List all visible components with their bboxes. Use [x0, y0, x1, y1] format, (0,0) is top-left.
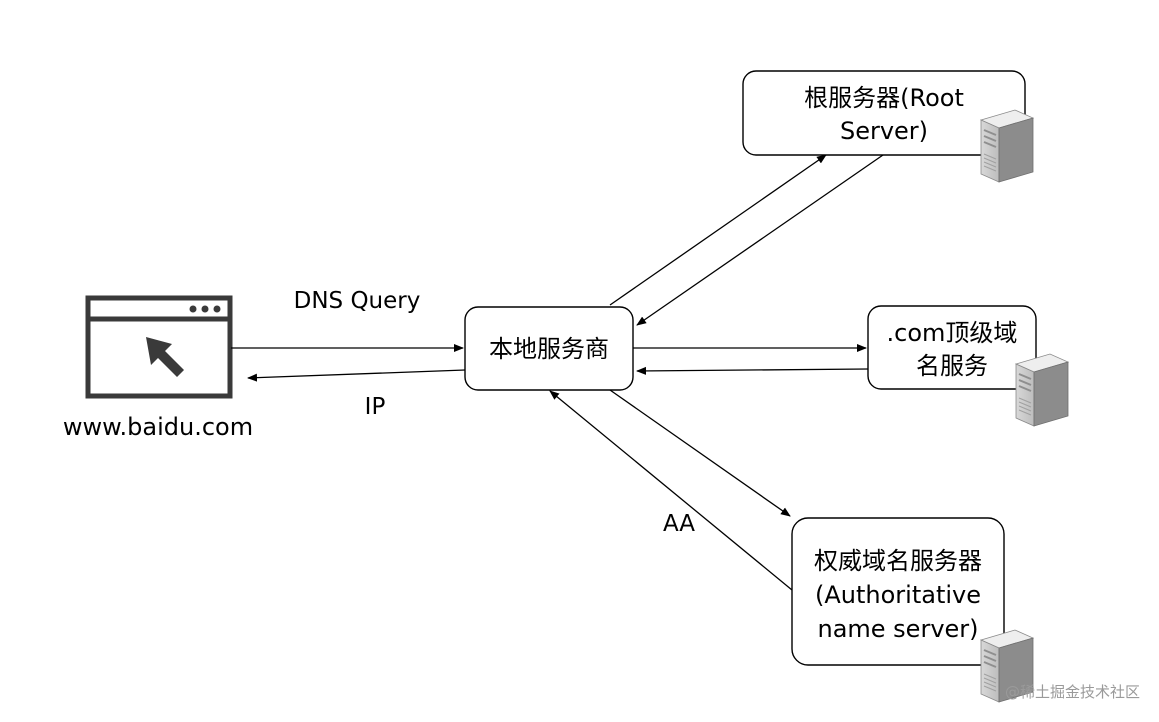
auth-server-label-line2: (Authoritative [815, 581, 981, 609]
auth-server-label-line1: 权威域名服务器 [814, 547, 982, 575]
cursor-arrow-icon [146, 337, 184, 377]
tld-server-label-line1: .com顶级域 [887, 319, 1018, 347]
client-label: www.baidu.com [63, 413, 253, 441]
auth-server-label-line3: name server) [817, 615, 978, 643]
tld-to-local-arrow [636, 366, 869, 375]
local-provider-node: 本地服务商 [464, 306, 634, 391]
server-icon [980, 109, 1034, 183]
authoritative-server-node: 权威域名服务器 (Authoritative name server) [791, 517, 1034, 703]
root-to-local-arrow [636, 154, 884, 326]
root-server-node: 根服务器(Root Server) [742, 70, 1034, 183]
ip-label: IP [365, 394, 386, 420]
watermark-text: @稀土掘金技术社区 [1005, 683, 1140, 701]
client-node: www.baidu.com [63, 295, 253, 441]
server-icon [1015, 353, 1069, 427]
dns-query-label: DNS Query [294, 288, 421, 314]
browser-window-icon [85, 295, 233, 399]
root-server-label-line2: Server) [840, 117, 928, 145]
root-server-label-line1: 根服务器(Root [804, 84, 964, 112]
local-provider-label: 本地服务商 [489, 335, 609, 363]
local-to-root-arrow [609, 154, 827, 306]
aa-label: AA [663, 511, 695, 537]
local-to-auth-arrow [609, 389, 791, 517]
ip-response-arrow [247, 369, 466, 382]
tld-server-node: .com顶级域 名服务 [867, 305, 1069, 427]
tld-server-label-line2: 名服务 [916, 352, 988, 380]
auth-to-local-arrow [549, 390, 793, 591]
